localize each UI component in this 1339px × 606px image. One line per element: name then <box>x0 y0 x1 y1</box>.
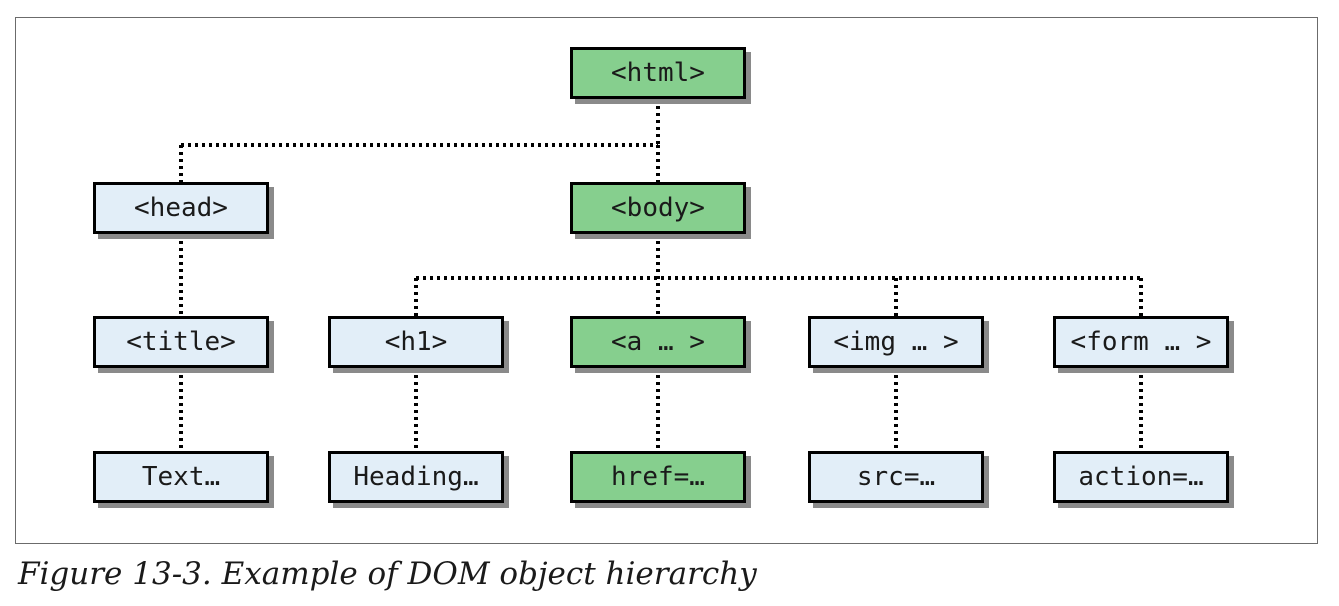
node-form: <form … > <box>1053 316 1229 368</box>
node-heading: Heading… <box>328 451 504 503</box>
figure-caption: Figure 13-3. Example of DOM object hiera… <box>18 556 757 592</box>
node-img: <img … > <box>808 316 984 368</box>
node-head: <head> <box>93 182 269 234</box>
node-h1: <h1> <box>328 316 504 368</box>
node-text: Text… <box>93 451 269 503</box>
node-a: <a … > <box>570 316 746 368</box>
node-src: src=… <box>808 451 984 503</box>
figure-frame <box>15 17 1318 544</box>
node-action: action=… <box>1053 451 1229 503</box>
node-href: href=… <box>570 451 746 503</box>
node-html: <html> <box>570 47 746 99</box>
node-body: <body> <box>570 182 746 234</box>
node-title: <title> <box>93 316 269 368</box>
